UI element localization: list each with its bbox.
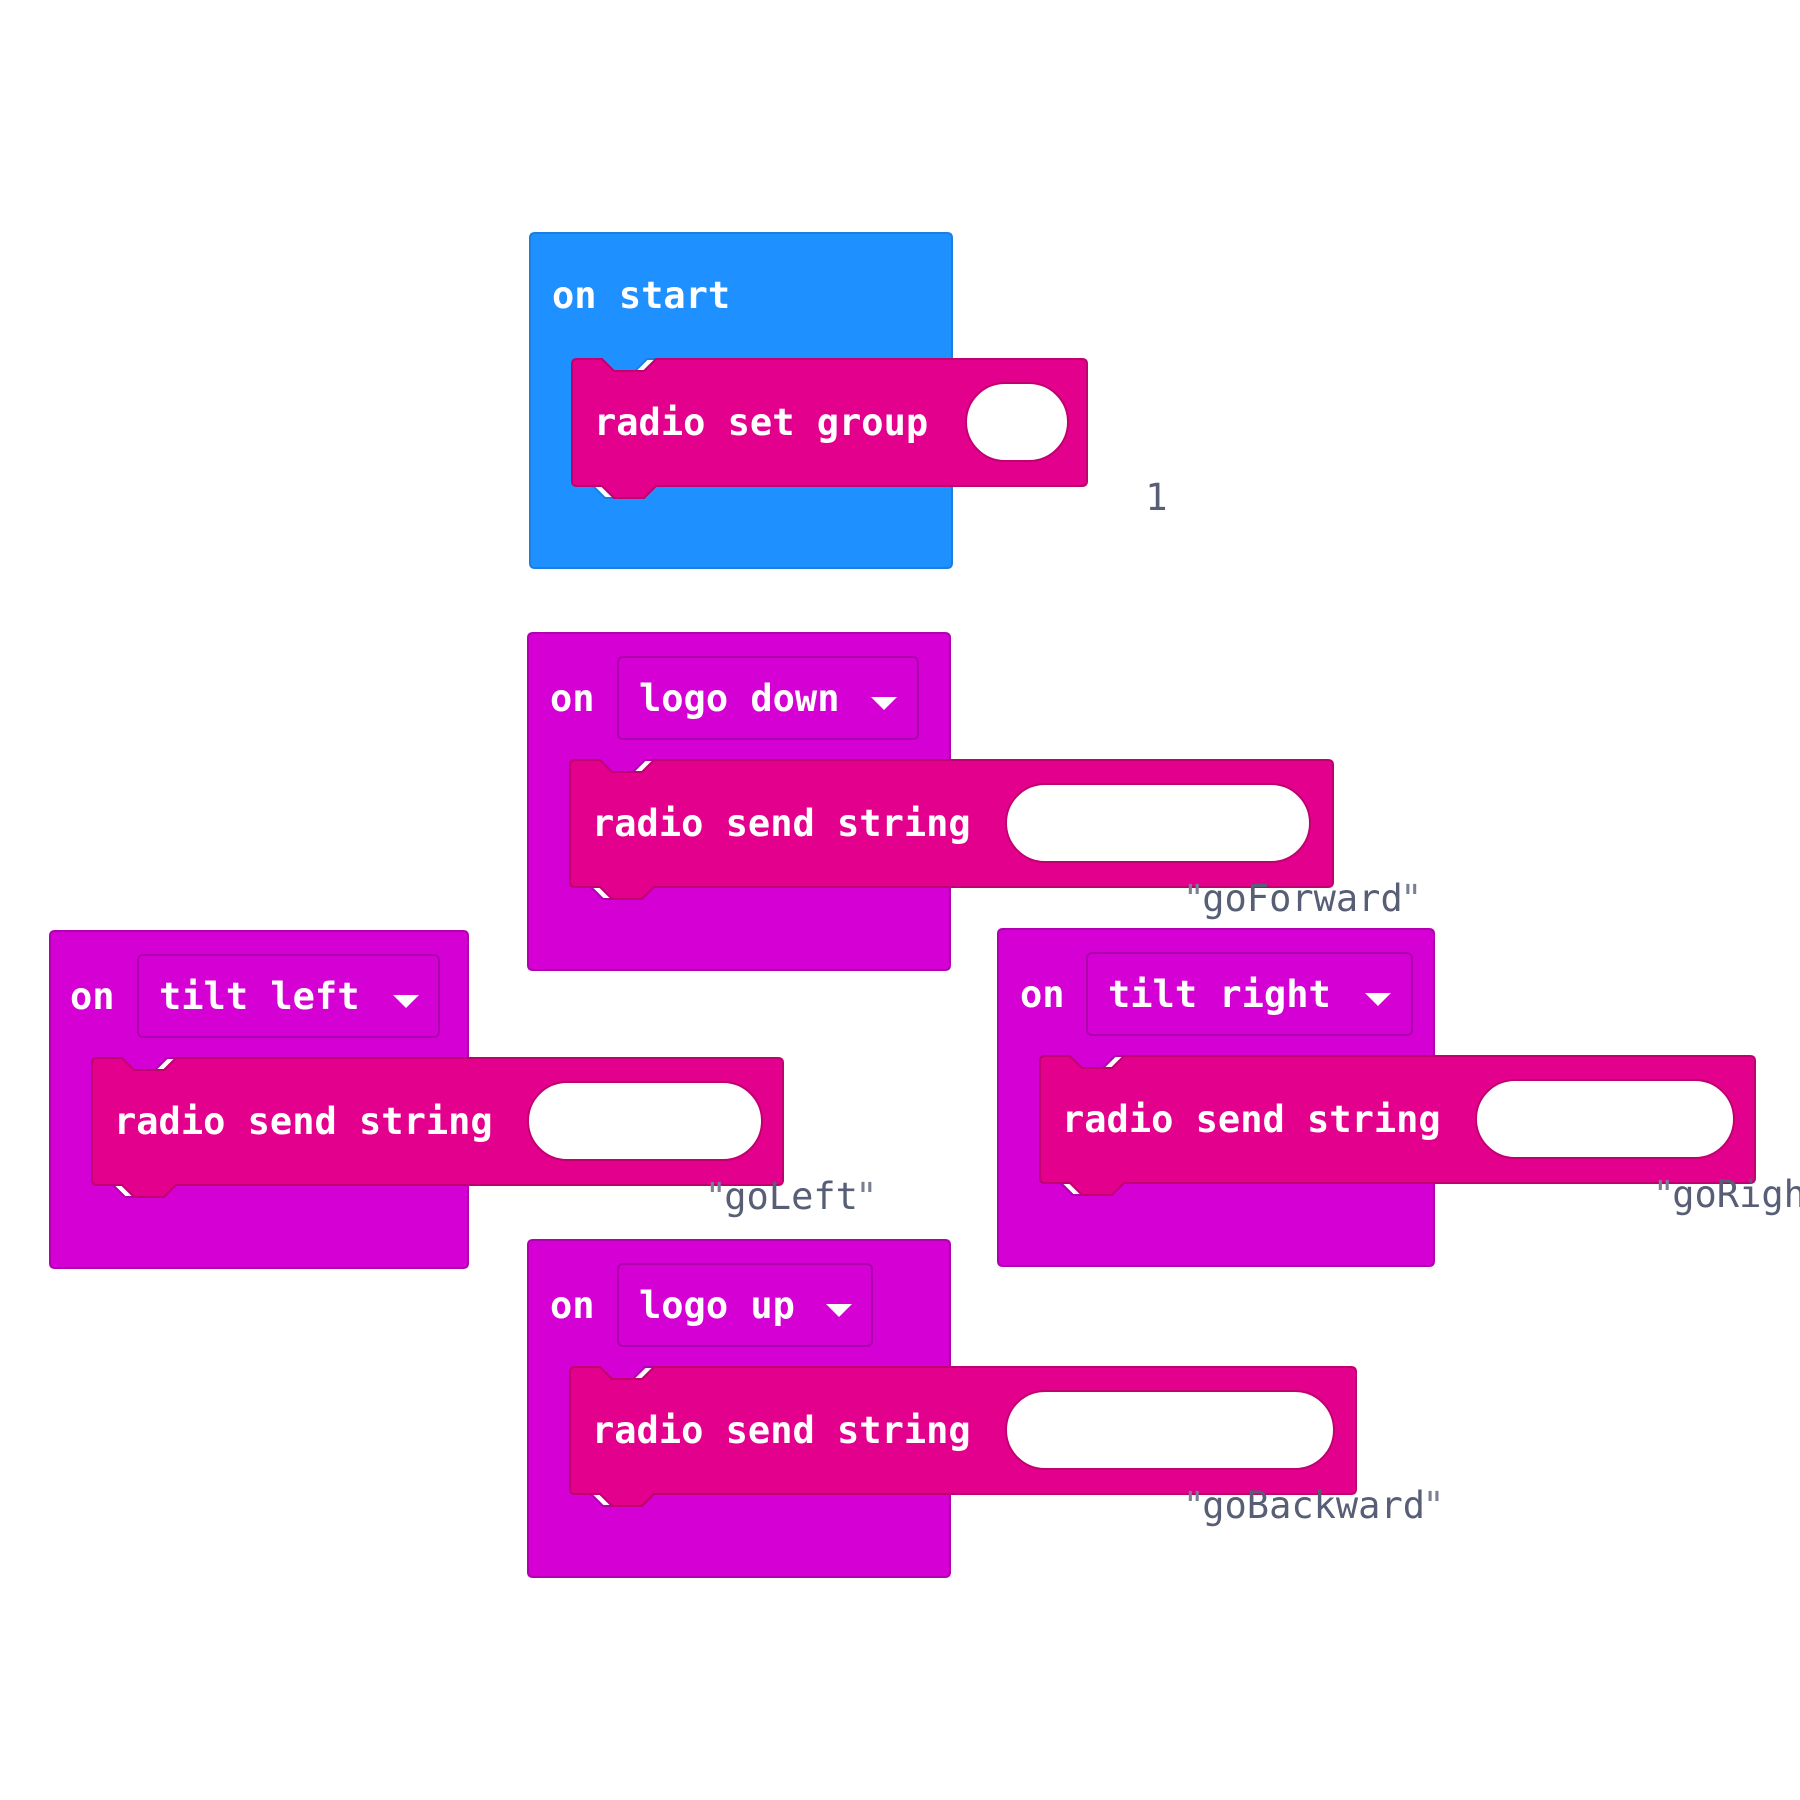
string-input-goright[interactable]: "goRight": [1475, 1079, 1800, 1216]
caret-down-icon: [393, 995, 419, 1008]
caret-down-icon: [826, 1304, 852, 1317]
caret-down-icon: [871, 697, 897, 710]
close-quote-icon: ": [1402, 877, 1420, 920]
gesture-dropdown-value: logo up: [639, 1284, 795, 1327]
on-label: on: [550, 1284, 595, 1327]
close-quote-icon: ": [1425, 1484, 1443, 1527]
gesture-dropdown-tilt-left[interactable]: tilt left: [137, 954, 440, 1038]
string-value: goBackward: [1202, 1484, 1426, 1527]
group-number-value: 1: [1145, 476, 1168, 519]
radio-set-group-label: radio set group: [594, 401, 929, 444]
radio-send-string-block[interactable]: radio send string "goForward": [569, 759, 1420, 920]
on-label: on: [550, 677, 595, 720]
on-label: on: [70, 975, 115, 1018]
string-input-goleft[interactable]: "goLeft": [527, 1081, 875, 1218]
radio-send-string-block[interactable]: radio send string "goBackward": [569, 1366, 1442, 1527]
on-tilt-left-block[interactable]: on tilt left radio send string "goLeft": [49, 930, 875, 1271]
caret-down-icon: [1365, 993, 1391, 1006]
open-quote-icon: ": [1655, 1173, 1673, 1216]
open-quote-icon: ": [1185, 1484, 1203, 1527]
string-input-gobackward[interactable]: "goBackward": [1005, 1390, 1442, 1527]
on-label: on: [1020, 973, 1065, 1016]
close-quote-icon: ": [857, 1175, 875, 1218]
on-logo-up-block[interactable]: on logo up radio send string "goBackward…: [527, 1239, 1442, 1580]
on-start-label: on start: [552, 274, 731, 317]
gesture-dropdown-logo-up[interactable]: logo up: [617, 1263, 873, 1347]
gesture-dropdown-value: tilt left: [159, 975, 360, 1018]
radio-send-string-label: radio send string: [592, 1409, 971, 1452]
open-quote-icon: ": [1185, 877, 1203, 920]
radio-set-group-shape: [571, 358, 1088, 499]
radio-send-string-block[interactable]: radio send string "goLeft": [91, 1057, 875, 1218]
radio-send-string-block[interactable]: radio send string "goRight": [1039, 1055, 1800, 1216]
gesture-dropdown-value: logo down: [639, 677, 840, 720]
on-start-block[interactable]: on start radio set group 1: [529, 232, 1168, 573]
gesture-dropdown-logo-down[interactable]: logo down: [617, 656, 919, 740]
radio-send-string-label: radio send string: [592, 802, 971, 845]
on-tilt-right-block[interactable]: on tilt right radio send string "goRight…: [997, 928, 1800, 1269]
group-number-input[interactable]: 1: [965, 382, 1168, 519]
gesture-dropdown-value: tilt right: [1108, 973, 1331, 1016]
string-value: goForward: [1202, 877, 1403, 920]
open-quote-icon: ": [707, 1175, 725, 1218]
on-logo-down-block[interactable]: on logo down radio send string "goForwar…: [527, 632, 1420, 973]
string-input-goforward[interactable]: "goForward": [1005, 783, 1420, 920]
string-value: goLeft: [724, 1175, 858, 1218]
radio-set-group-block[interactable]: radio set group 1: [571, 358, 1168, 519]
radio-send-string-label: radio send string: [114, 1100, 493, 1143]
string-value: goRight: [1672, 1173, 1800, 1216]
gesture-dropdown-tilt-right[interactable]: tilt right: [1086, 952, 1413, 1036]
radio-send-string-label: radio send string: [1062, 1098, 1441, 1141]
